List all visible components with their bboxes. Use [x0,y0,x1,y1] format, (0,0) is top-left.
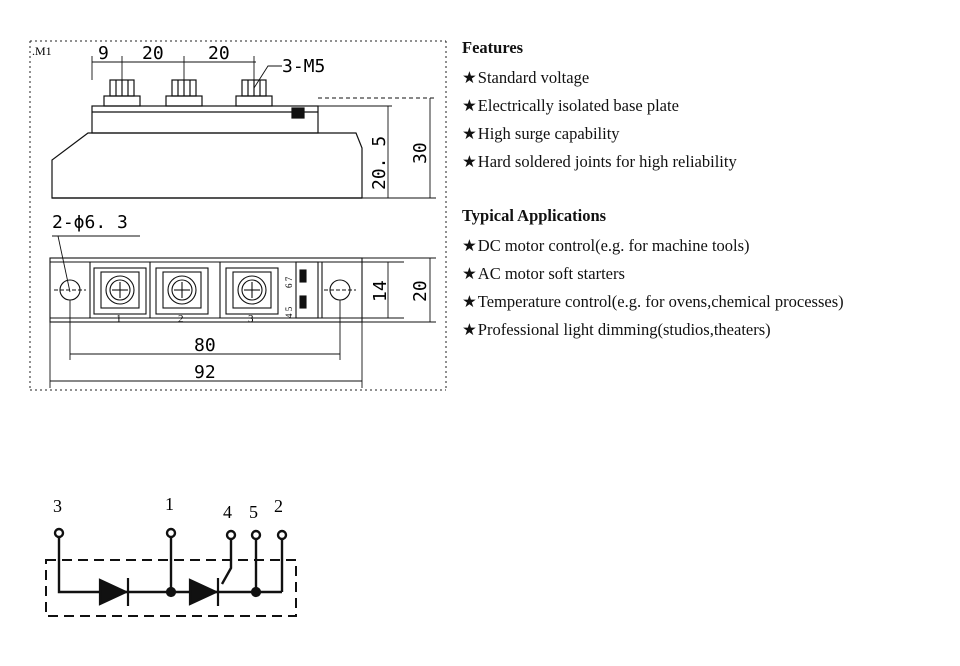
application-item: ★DC motor control(e.g. for machine tools… [462,236,750,255]
star-icon: ★ [462,124,477,143]
application-item: ★Professional light dimming(studios,thea… [462,320,771,339]
features-list: ★Standard voltage ★Electrically isolated… [462,64,942,176]
side-view [51,79,363,199]
thread-label: 3-M5 [282,56,325,77]
dim-top-20a: 20 [142,43,164,64]
dim-length-80: 80 [194,335,216,356]
dim-top-9: 9 [98,43,109,64]
terminal-screws-side [103,79,273,107]
application-item: ★AC motor soft starters [462,264,625,283]
side-dimension-lines [91,56,436,199]
dim-top-20b: 20 [208,43,230,64]
dim-length-92: 92 [194,362,216,383]
aux-pins-top: 6 7 [284,276,294,288]
star-icon: ★ [462,152,477,171]
application-item: ★Temperature control(e.g. for ovens,chem… [462,292,844,311]
star-icon: ★ [462,264,477,283]
circuit-pin-5: 5 [249,502,258,522]
dim-width-14: 14 [370,280,391,302]
circuit-pin-4: 4 [223,502,232,522]
features-title: Features [462,38,524,57]
star-icon: ★ [462,320,477,339]
model-label: .M1 [32,44,52,58]
hole-label: 2-ϕ6. 3 [52,212,128,233]
feature-item: ★Hard soldered joints for high reliabili… [462,152,737,171]
applications-section: Typical Applications ★DC motor control(e… [462,206,952,344]
dim-height-30: 30 [410,142,431,164]
terminal-mark-3: 3 [248,313,254,325]
drawing-frame [29,40,447,391]
features-section: Features ★Standard voltage ★Electrically… [462,38,942,176]
terminal-mark-2: 2 [178,313,184,325]
applications-title: Typical Applications [462,206,607,225]
circuit-pin-2: 2 [274,496,283,516]
feature-item: ★Electrically isolated base plate [462,96,679,115]
feature-item: ★High surge capability [462,124,620,143]
dim-width-20: 20 [410,280,431,302]
applications-list: ★DC motor control(e.g. for machine tools… [462,232,952,344]
star-icon: ★ [462,236,477,255]
feature-item: ★Standard voltage [462,68,590,87]
aux-pins-bottom: 4 5 [284,306,294,318]
top-dimension-lines [49,257,436,388]
circuit-schematic: 3 1 4 5 2 [45,494,297,617]
terminal-mark-1: 1 [116,313,122,325]
top-view [49,257,363,323]
star-icon: ★ [462,96,477,115]
star-icon: ★ [462,292,477,311]
circuit-pin-3: 3 [53,496,62,516]
circuit-pin-1: 1 [165,494,174,514]
dim-height-20-5: 20. 5 [369,136,390,190]
star-icon: ★ [462,68,477,87]
